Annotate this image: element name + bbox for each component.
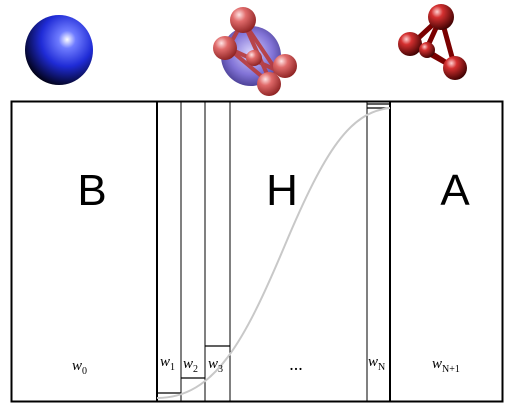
transition-curve <box>156 107 391 399</box>
molecule-icon <box>398 4 467 80</box>
window-label-w0: w0 <box>72 358 87 377</box>
window-label-w1: w1 <box>160 354 175 373</box>
window-ellipsis: ... <box>289 354 303 374</box>
window-label-wn1: wN+1 <box>432 356 460 375</box>
sphere-icon <box>25 15 93 85</box>
diagram-frame <box>10 100 504 403</box>
window-label-w2: w2 <box>183 356 198 375</box>
region-label-a: A <box>440 166 470 215</box>
window-label-wn: wN <box>368 354 385 373</box>
region-label-h: H <box>266 166 298 215</box>
molecule-overlay-icon <box>213 7 297 96</box>
region-label-b: B <box>77 166 106 215</box>
window-label-w3: w3 <box>208 356 223 375</box>
